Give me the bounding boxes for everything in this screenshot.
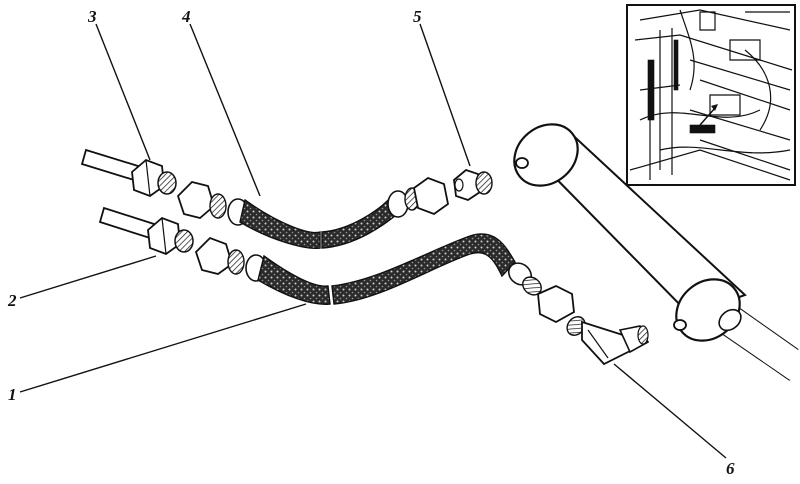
callout-1: 1: [8, 385, 17, 404]
callout-2: 2: [7, 291, 17, 310]
leader-line-2: [19, 255, 157, 299]
lower-hose: [194, 233, 575, 324]
leader-line-4: [189, 23, 261, 197]
callout-6: 6: [726, 459, 735, 478]
leader-line-3: [95, 23, 151, 161]
callout-5: 5: [413, 7, 422, 26]
inset-detail-view: [626, 4, 796, 186]
upper-pipe-with-nut: [80, 148, 177, 198]
adapter-union: [453, 168, 493, 201]
upper-hose: [176, 176, 449, 249]
leader-line-5: [419, 23, 471, 167]
leader-line-1: [19, 303, 307, 393]
elbow-fitting: [566, 316, 650, 366]
callout-3: 3: [87, 7, 97, 26]
inset-arrow-icon: [699, 107, 716, 126]
hydraulic-cylinder: [513, 123, 799, 381]
callout-4: 4: [181, 7, 191, 26]
leader-line-6: [613, 363, 727, 459]
leader-lines: [19, 23, 727, 459]
lower-pipe-with-nut: [98, 206, 194, 256]
